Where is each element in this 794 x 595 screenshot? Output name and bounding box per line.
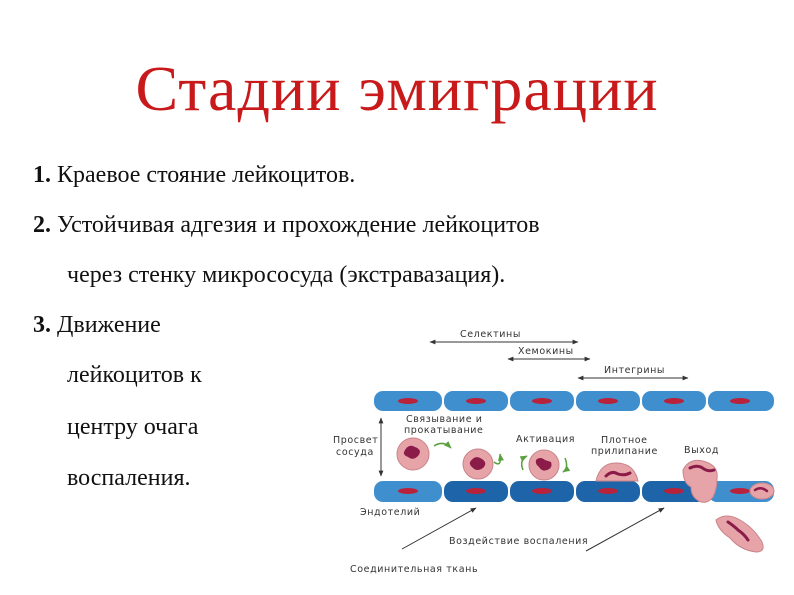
list-item-3-line-4: воспаления. bbox=[67, 465, 191, 491]
cell-nucleus bbox=[398, 488, 418, 494]
cell-nucleus bbox=[398, 398, 418, 404]
rolling-label-2: прокатывание bbox=[404, 425, 484, 436]
leukocyte-tight-adhesion bbox=[595, 462, 639, 482]
slide-title: Стадии эмиграции bbox=[135, 53, 659, 124]
list-item-3: 3. Движение bbox=[33, 312, 161, 339]
cell-nucleus bbox=[532, 398, 552, 404]
list-number: 2. bbox=[33, 212, 51, 238]
list-text: Краевое стояние лейкоцитов. bbox=[57, 162, 356, 188]
cell-nucleus bbox=[730, 398, 750, 404]
lumen-label-1: Просвет bbox=[333, 435, 378, 446]
inflammation-arrow bbox=[585, 507, 665, 552]
cell-nucleus bbox=[598, 398, 618, 404]
cell-nucleus bbox=[664, 488, 684, 494]
endothelium-label: Эндотелий bbox=[360, 507, 420, 518]
endothelium-top-row bbox=[374, 391, 774, 411]
tight-adhesion-label-1: Плотное bbox=[601, 435, 648, 446]
exit-label: Выход bbox=[684, 445, 719, 456]
list-number: 1. bbox=[33, 162, 51, 188]
list-item-1: 1. Краевое стояние лейкоцитов. bbox=[33, 162, 355, 189]
leukocyte-in-tissue-small bbox=[749, 482, 775, 500]
list-item-3-line-2: лейкоцитов к bbox=[67, 362, 202, 388]
cell-nucleus bbox=[466, 398, 486, 404]
inflammation-effect-label: Воздействие воспаления bbox=[449, 536, 588, 547]
tight-adhesion-label-2: прилипание bbox=[591, 446, 658, 457]
integrins-label: Интегрины bbox=[604, 365, 665, 376]
cell-nucleus bbox=[598, 488, 618, 494]
connective-tissue-label: Соединительная ткань bbox=[350, 564, 478, 575]
list-text: Устойчивая адгезия и прохождение лейкоци… bbox=[57, 212, 540, 238]
activation-arrow bbox=[519, 455, 528, 471]
cell-nucleus bbox=[664, 398, 684, 404]
selectins-label: Селектины bbox=[460, 329, 521, 340]
cell-nucleus bbox=[532, 488, 552, 494]
leukocyte-in-tissue bbox=[715, 515, 764, 553]
leukocyte-exiting bbox=[682, 459, 718, 503]
list-item-3-line-3: центру очага bbox=[67, 414, 199, 440]
chemokines-label: Хемокины bbox=[518, 346, 574, 357]
lumen-label-2: сосуда bbox=[336, 447, 374, 458]
rolling-label-1: Связывание и bbox=[406, 414, 483, 425]
cell-nucleus bbox=[730, 488, 750, 494]
leukocyte-rolling-2 bbox=[462, 448, 494, 480]
list-number: 3. bbox=[33, 312, 51, 338]
leukocyte-activated bbox=[528, 449, 560, 481]
inflammation-arrow bbox=[401, 507, 477, 550]
activation-label: Активация bbox=[516, 434, 575, 445]
list-item-2: 2. Устойчивая адгезия и прохождение лейк… bbox=[33, 212, 540, 239]
rolling-arrow bbox=[493, 453, 504, 465]
list-item-2-continuation: через стенку микрососуда (экстравазация)… bbox=[67, 262, 506, 288]
activation-arrow bbox=[562, 457, 571, 473]
list-text: Движение bbox=[57, 312, 161, 338]
rolling-arrow bbox=[433, 441, 452, 449]
cell-nucleus bbox=[466, 488, 486, 494]
leukocyte-rolling-1 bbox=[396, 437, 430, 471]
